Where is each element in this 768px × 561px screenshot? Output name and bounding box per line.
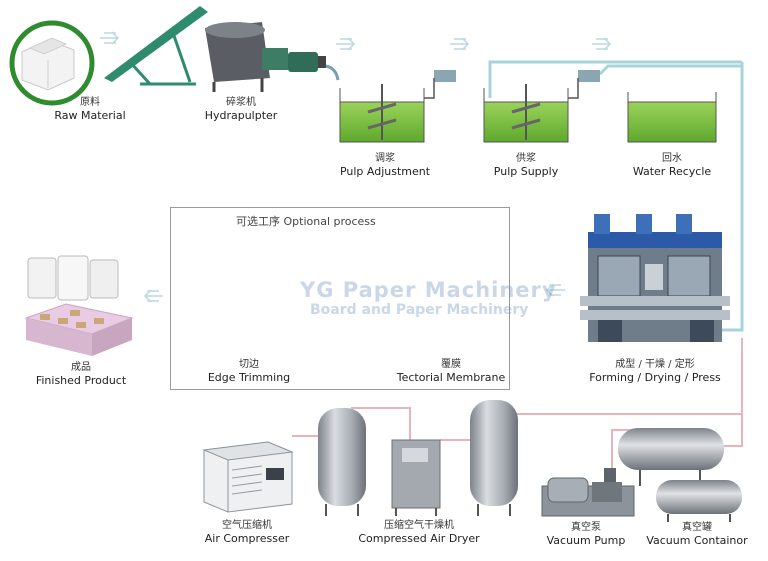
water-recycle-tank — [627, 92, 717, 143]
pulp-adjustment-label: 调浆 Pulp Adjustment — [330, 153, 440, 178]
edge-trimming-cn: 切边 — [239, 359, 259, 370]
tectorial-membrane-label: 覆膜 Tectorial Membrane — [390, 359, 512, 384]
finished-product-label: 成品 Finished Product — [26, 362, 136, 387]
water-recycle-label: 回水 Water Recycle — [620, 153, 724, 178]
arrow-icon — [545, 283, 565, 297]
water-recycle-en: Water Recycle — [632, 165, 712, 178]
finished-product-cn: 成品 — [71, 362, 91, 373]
pulp-adjustment-cn: 调浆 — [375, 153, 395, 164]
forming-machine — [580, 214, 730, 342]
pulp-adjustment-en: Pulp Adjustment — [339, 165, 431, 178]
pulp-supply-en: Pulp Supply — [493, 165, 559, 178]
edge-trimming-label: 切边 Edge Trimming — [194, 359, 304, 384]
tectorial-membrane-cn: 覆膜 — [441, 359, 461, 370]
edge-trimming-en: Edge Trimming — [207, 371, 291, 384]
hydrapulpter-en: Hydrapulpter — [204, 109, 278, 122]
vacuum-pump-label: 真空泵 Vacuum Pump — [534, 522, 638, 547]
raw-material-image — [9, 20, 95, 106]
vacuum-pump-en: Vacuum Pump — [546, 534, 626, 547]
arrow-icon — [450, 37, 470, 51]
vacuum-container-cn: 真空罐 — [682, 522, 712, 533]
air-tank-left — [318, 408, 366, 516]
optional-process-title: 可选工序 Optional process — [236, 215, 376, 228]
arrow-icon — [592, 37, 612, 51]
forming-cn: 成型 / 干燥 / 定形 — [615, 359, 695, 370]
watermark-line-2: Board and Paper Machinery — [310, 302, 529, 318]
pulp-supply-cn: 供浆 — [516, 153, 536, 164]
arrow-icon — [100, 31, 120, 45]
air-compresser-en: Air Compresser — [204, 532, 290, 545]
air-compresser-label: 空气压缩机 Air Compresser — [192, 520, 302, 545]
raw-material-cn: 原料 — [80, 97, 100, 108]
vacuum-container-en: Vacuum Containor — [646, 534, 748, 547]
water-pipe — [488, 60, 744, 332]
finished-product-en: Finished Product — [35, 374, 127, 387]
hydrapulper — [205, 22, 340, 92]
arrow-icon — [336, 37, 356, 51]
air-dryer-label: 压缩空气干燥机 Compressed Air Dryer — [350, 520, 488, 545]
watermark: YG Paper Machinery Board and Paper Machi… — [300, 278, 557, 318]
vacuum-pump-image — [541, 468, 635, 517]
raw-material-label: 原料 Raw Material — [40, 97, 140, 122]
watermark-line-1: YG Paper Machinery — [300, 278, 557, 302]
vacuum-pump-cn: 真空泵 — [571, 522, 601, 533]
vacuum-container-label: 真空罐 Vacuum Containor — [640, 522, 754, 547]
forming-en: Forming / Drying / Press — [589, 371, 721, 384]
air-dryer-en: Compressed Air Dryer — [358, 532, 480, 545]
optional-process-box — [170, 207, 510, 390]
finished-product-image — [24, 255, 134, 356]
air-compressor-image — [202, 441, 294, 513]
air-dryer-cn: 压缩空气干燥机 — [384, 520, 454, 531]
air-tank-right — [470, 400, 518, 516]
pulp-supply-label: 供浆 Pulp Supply — [474, 153, 578, 178]
raw-material-en: Raw Material — [54, 109, 126, 122]
pulp-adjustment-tank — [339, 70, 456, 143]
hydrapulpter-label: 碎浆机 Hydrapulpter — [186, 97, 296, 122]
air-compresser-cn: 空气压缩机 — [222, 520, 272, 531]
hydrapulpter-cn: 碎浆机 — [226, 97, 256, 108]
conveyor — [104, 6, 208, 86]
compressed-air-dryer-image — [391, 439, 441, 516]
water-recycle-cn: 回水 — [662, 153, 682, 164]
vacuum-container-image — [618, 428, 742, 522]
pulp-supply-tank — [483, 70, 600, 143]
arrow-icon — [143, 289, 163, 303]
tectorial-membrane-en: Tectorial Membrane — [396, 371, 506, 384]
forming-label: 成型 / 干燥 / 定形 Forming / Drying / Press — [572, 359, 738, 384]
flow-arrows — [100, 31, 612, 303]
